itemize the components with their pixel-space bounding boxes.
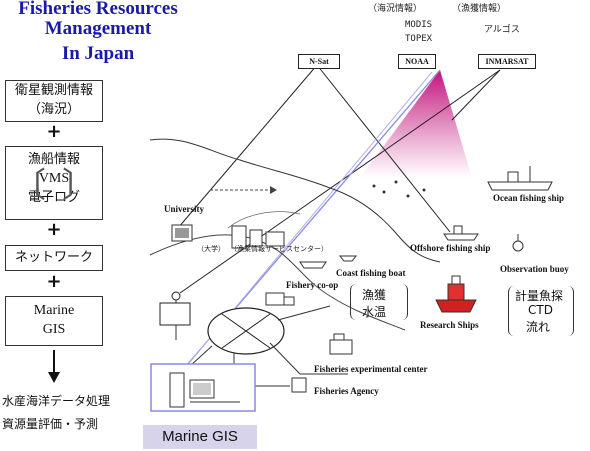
observation-buoy	[512, 234, 524, 252]
box4-line1: Marine	[33, 303, 75, 318]
vessel-info-box: 漁船情報 VMS 電子ログ 〔 〕	[5, 146, 103, 220]
ocean-fishing-ship-label: Ocean fishing ship	[493, 193, 565, 203]
echo-sounder-label: 計量魚探	[515, 289, 564, 303]
arrow-head	[270, 186, 277, 194]
topex-caption: TOPEX	[405, 34, 433, 44]
output-line2: 資源量評価・予測	[2, 417, 99, 431]
fishery-coop-label: Fishery co-op	[286, 280, 339, 290]
coast-fishing-boat-label: Coast fishing boat	[336, 268, 406, 278]
university-label: University	[164, 204, 204, 214]
network-box: ネットワーク	[5, 245, 103, 271]
network-connections	[175, 297, 348, 387]
catch-label: 漁獲	[362, 288, 387, 302]
inmarsat-satellite-box: INMARSAT	[478, 54, 536, 69]
sea-edge	[227, 211, 301, 229]
university-small-label: （大学）	[197, 245, 225, 253]
observation-buoy-label: Observation buoy	[500, 264, 569, 274]
box3-line1: ネットワーク	[14, 250, 93, 265]
plus-sign-3: +	[46, 271, 62, 292]
title-line2: Management	[44, 18, 152, 39]
satellite-observation-box: 衛星観測情報 （海況）	[5, 80, 103, 122]
noaa-beam	[360, 70, 472, 178]
current-label: 流れ	[526, 320, 551, 334]
offshore-fishing-ship-label: Offshore fishing ship	[410, 243, 491, 253]
fisheries-agency-label: Fisheries Agency	[314, 386, 379, 396]
noaa-satellite-box: NOAA	[398, 54, 436, 69]
coastline-inner	[149, 234, 406, 331]
left-bracket: 〔	[12, 166, 46, 206]
university-dish-box	[159, 302, 191, 326]
catch-info-caption: （漁獲情報）	[452, 4, 507, 14]
satellite-links	[177, 64, 501, 294]
obs-data-bracket	[508, 286, 574, 336]
box1-line1: 衛星観測情報	[14, 83, 93, 98]
offshore-fishing-ship	[443, 225, 479, 241]
plus-sign-2: +	[46, 219, 62, 240]
down-arrow-icon	[48, 350, 60, 383]
fisheries-agency-building	[291, 377, 307, 393]
gis-workstation	[169, 372, 185, 408]
research-ships-label: Research Ships	[420, 320, 479, 330]
marine-gis-label: Marine GIS	[143, 425, 257, 449]
box2-line2: VMS	[38, 171, 70, 186]
title-line1: Fisheries Resources	[18, 0, 178, 19]
output-line1: 水産海洋データ処理	[2, 394, 111, 408]
fishery-coop-building	[265, 292, 295, 306]
modis-caption: MODIS	[405, 20, 433, 30]
right-bracket: 〕	[62, 166, 96, 206]
experimental-center-building	[329, 333, 353, 355]
server-rack	[231, 225, 247, 249]
research-ship	[435, 275, 477, 313]
small-boats	[372, 180, 426, 198]
box2-line1: 漁船情報	[27, 152, 80, 167]
coastline	[149, 138, 441, 263]
plus-sign-1: +	[46, 121, 62, 142]
box2-line3: 電子ログ	[27, 190, 80, 205]
network-cross-2	[221, 313, 271, 349]
marine-gis-box: Marine GIS	[5, 296, 103, 346]
ocean-fishing-ship	[487, 166, 553, 191]
info-center-small-label: （漁業情報サービスセンター）	[230, 245, 328, 253]
water-temp-label: 水温	[362, 305, 387, 319]
coast-fishing-boat	[299, 255, 358, 269]
nsat-satellite-box: N-Sat	[298, 54, 340, 69]
box4-line2: GIS	[42, 322, 66, 337]
argos-caption: アルゴス	[484, 25, 520, 35]
box1-line2: （海況）	[27, 102, 80, 117]
ocean-info-caption: （海況情報）	[368, 4, 423, 14]
catch-data-bracket	[350, 284, 408, 320]
experimental-center-label: Fisheries experimental center	[314, 364, 428, 374]
title-line3: In Japan	[61, 43, 135, 64]
ctd-label: CTD	[528, 303, 553, 317]
